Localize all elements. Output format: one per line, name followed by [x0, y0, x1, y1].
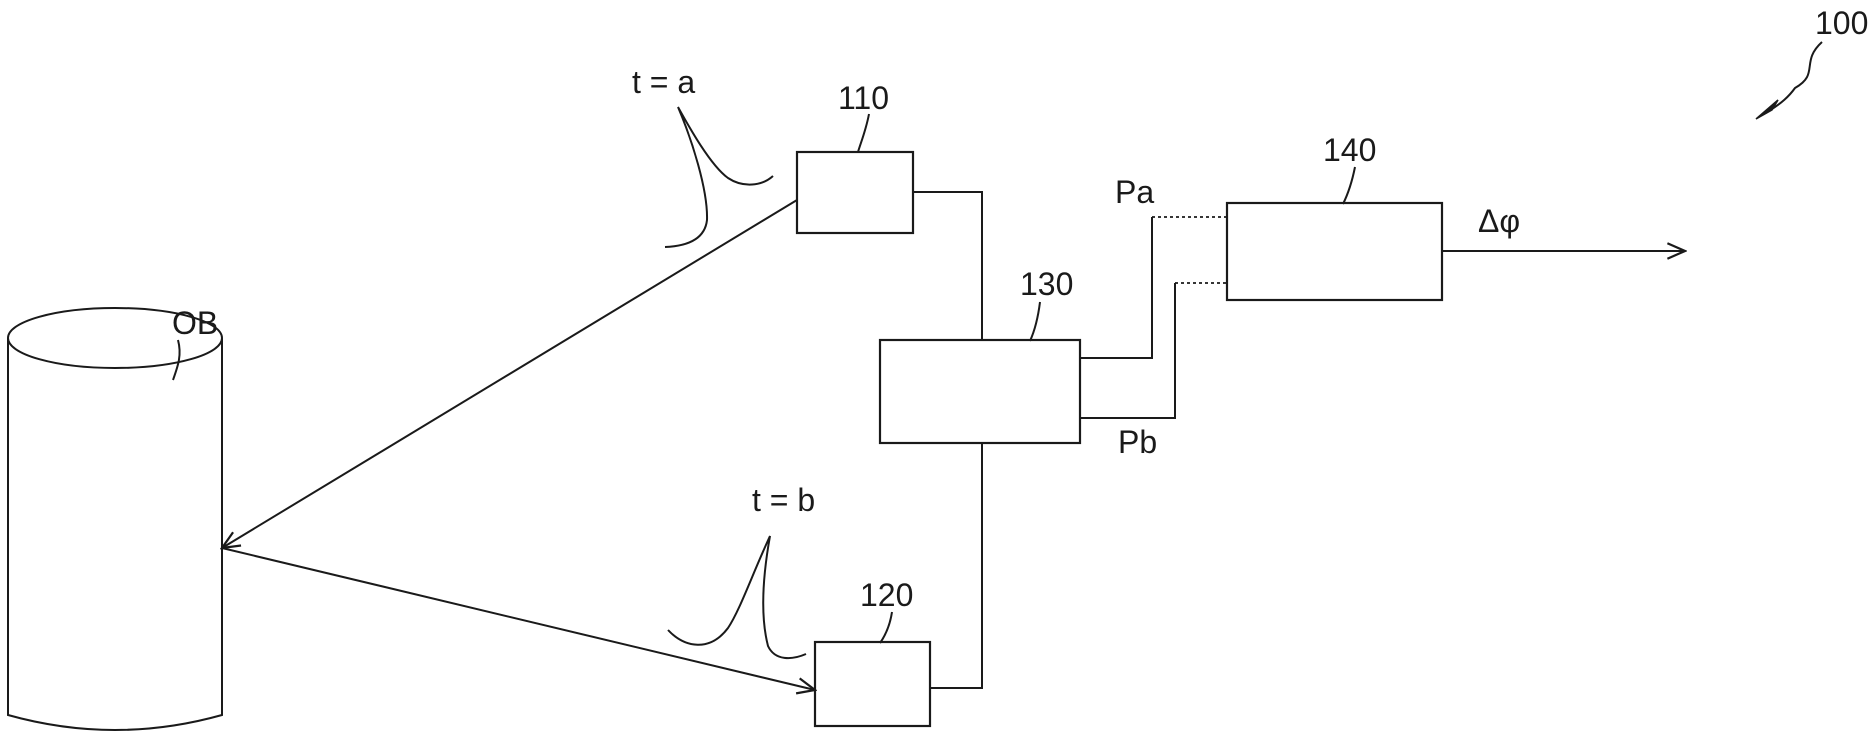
- block-130-label: 130: [1020, 266, 1073, 302]
- pulse-a-label: t = a: [632, 64, 695, 100]
- block-130: [880, 340, 1080, 443]
- block-140: [1227, 203, 1442, 300]
- link-110-to-130: [913, 192, 982, 340]
- block-120-leader: [880, 612, 892, 643]
- pulse-a-waveform: [665, 107, 773, 247]
- object-cylinder: [8, 308, 222, 730]
- block-110-label: 110: [838, 80, 889, 116]
- link-120-to-130: [930, 443, 982, 688]
- ray-object-to-120: [222, 548, 815, 690]
- figure-reference-arrowhead: [1756, 100, 1778, 119]
- figure-reference-label: 100: [1815, 5, 1868, 41]
- signal-pb-solid: [1080, 283, 1175, 418]
- block-140-leader: [1343, 167, 1355, 204]
- pulse-b-label: t = b: [752, 482, 815, 518]
- block-120: [815, 642, 930, 726]
- signal-pa-solid: [1080, 217, 1152, 358]
- block-110-leader: [858, 114, 869, 152]
- block-130-leader: [1030, 302, 1040, 341]
- object-label-leader: [173, 340, 180, 380]
- block-140-label: 140: [1323, 132, 1376, 168]
- pulse-b-waveform: [668, 536, 806, 658]
- block-120-label: 120: [860, 577, 913, 613]
- object-label: OB: [172, 305, 218, 341]
- block-110: [797, 152, 913, 233]
- output-label: Δφ: [1478, 203, 1520, 239]
- ray-110-to-object: [222, 200, 797, 548]
- signal-pb-label: Pb: [1118, 424, 1157, 460]
- figure-reference-leader: [1762, 42, 1822, 115]
- signal-pa-label: Pa: [1115, 174, 1154, 210]
